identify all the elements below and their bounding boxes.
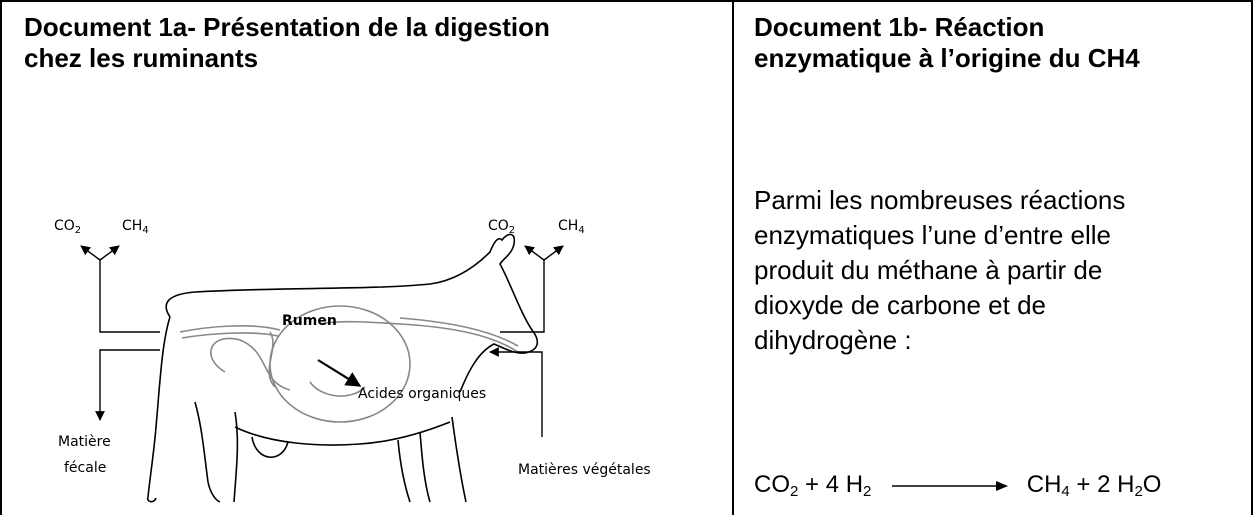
reaction-arrow	[892, 480, 1009, 491]
matieres-vegetales-label: Matières végétales	[518, 462, 651, 478]
table-border-right	[1251, 0, 1253, 515]
right-title-line1: Document 1b- Réaction	[754, 12, 1045, 42]
rumen-label: Rumen	[282, 313, 337, 329]
digestive-tract	[179, 305, 519, 423]
acides-arrow	[317, 359, 362, 387]
co2-left-label: CO2	[54, 218, 81, 236]
paragraph-line: produit du méthane à partir de	[754, 255, 1103, 285]
paragraph-line: Parmi les nombreuses réactions	[754, 185, 1126, 215]
ruminant-digestion-diagram: CO2 CH4 CO2 CH4	[54, 218, 651, 503]
ch4-right-label: CH4	[558, 218, 585, 236]
equation-reactants: CO2 + 4 H2	[754, 471, 872, 500]
cow-outline	[146, 233, 539, 503]
left-title-line1: Document 1a- Présentation de la digestio…	[24, 12, 550, 42]
table-border-top	[0, 0, 1253, 2]
right-panel-title: Document 1b- Réaction enzymatique à l’or…	[754, 12, 1140, 74]
vegetales-arrow	[489, 347, 543, 437]
chemical-equation: CO2 + 4 H2 CH4 + 2 H2O	[754, 470, 1161, 507]
matiere-fecale-label: Matière fécale	[58, 434, 115, 476]
paragraph-line: dihydrogène :	[754, 325, 912, 355]
table-border-left	[0, 0, 2, 515]
ch4-left-label: CH4	[122, 218, 149, 236]
table-border-middle	[732, 0, 734, 515]
left-panel-title: Document 1a- Présentation de la digestio…	[24, 12, 550, 74]
left-gas-arrows	[80, 245, 160, 333]
right-gas-arrows	[500, 245, 564, 333]
acides-label: Acides organiques	[358, 386, 486, 402]
reaction-description: Parmi les nombreuses réactions enzymatiq…	[754, 183, 1125, 358]
paragraph-line: dioxyde de carbone et de	[754, 290, 1046, 320]
equation-products: CH4 + 2 H2O	[1026, 471, 1162, 500]
feces-arrow	[95, 349, 160, 421]
left-title-line2: chez les ruminants	[24, 43, 259, 73]
right-title-line2: enzymatique à l’origine du CH4	[754, 43, 1140, 73]
co2-right-label: CO2	[488, 218, 515, 236]
paragraph-line: enzymatiques l’une d’entre elle	[754, 220, 1111, 250]
